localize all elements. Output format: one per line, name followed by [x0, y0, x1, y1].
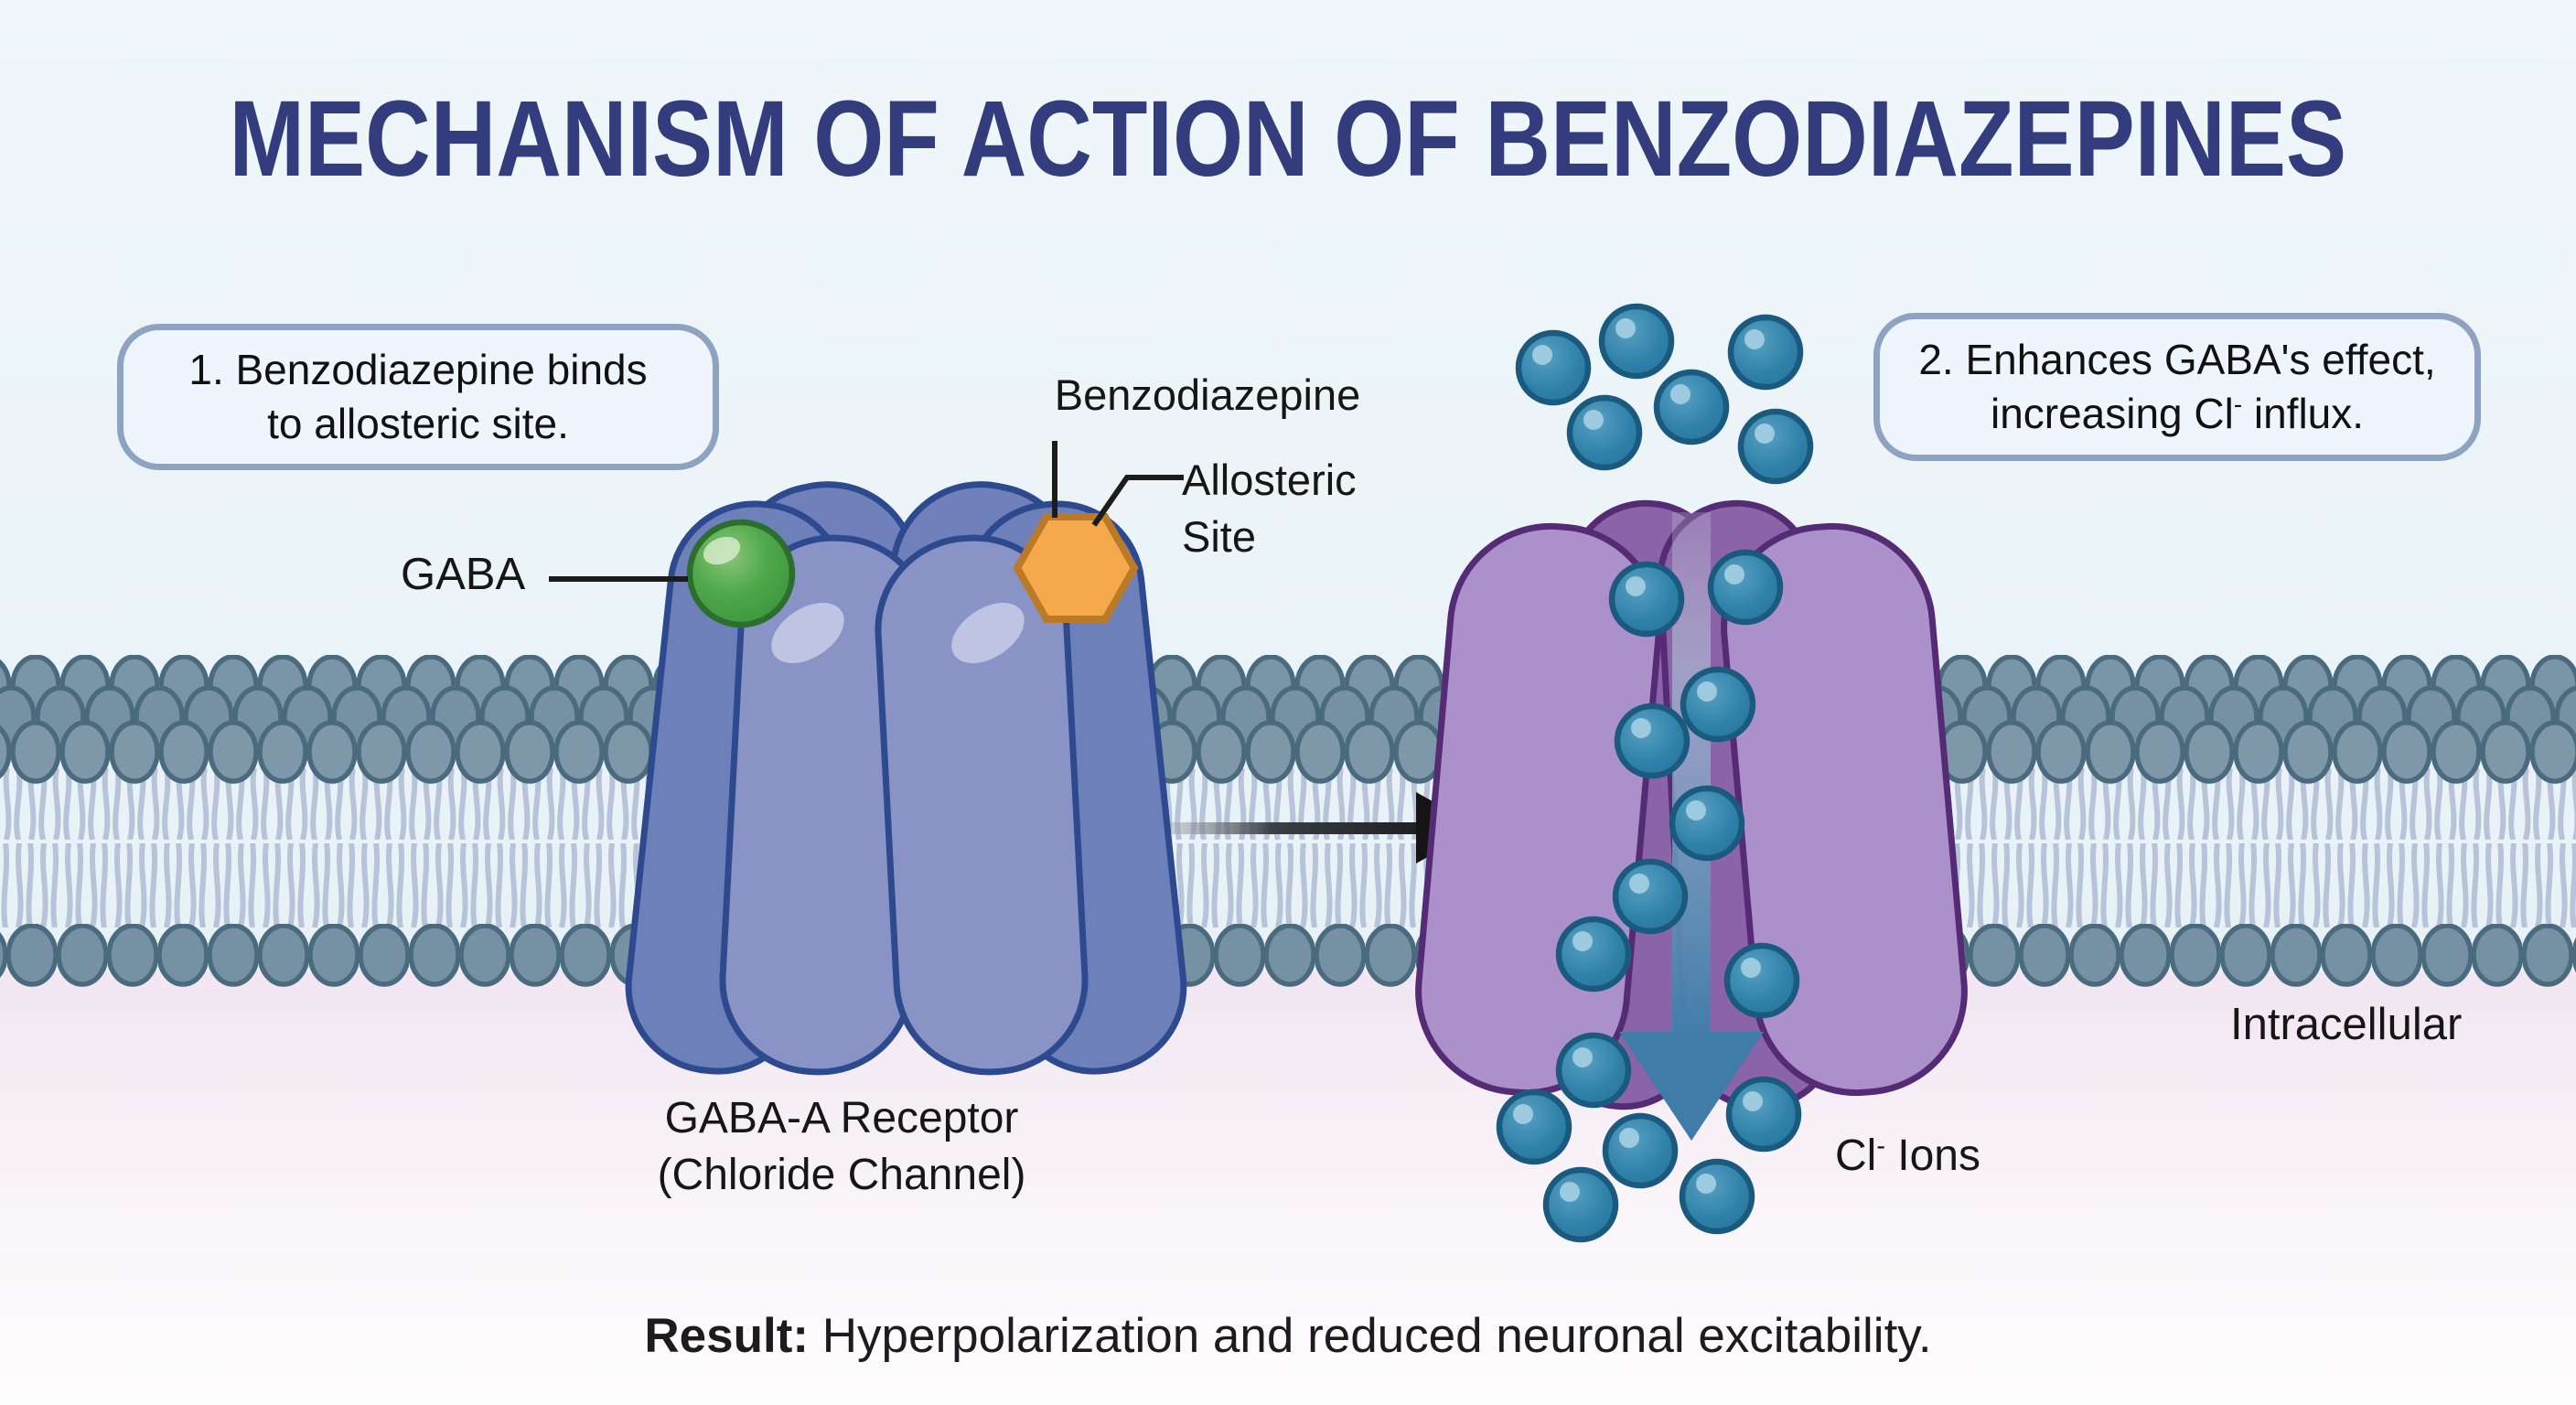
callout-step-2-line1: 2. Enhances GABA's effect, [1918, 336, 2436, 384]
label-benzodiazepine: Benzodiazepine [1054, 370, 1361, 419]
chloride-ion [1672, 788, 1742, 858]
chloride-ion [1559, 1035, 1628, 1105]
benzodiazepine-molecule [1013, 513, 1139, 623]
result-text: Result: Hyperpolarization and reduced ne… [644, 1309, 1932, 1363]
gaba-a-receptor-closed [625, 481, 1187, 1076]
callout-step-2-line2: increasing Cl- influx. [1990, 390, 2365, 437]
callout-step-1-line1: 1. Benzodiazepine binds [188, 346, 648, 394]
chloride-ion [1727, 946, 1797, 1015]
chloride-ion [1731, 317, 1800, 387]
callout-step-1-line2: to allosteric site. [267, 400, 569, 447]
label-cl-ions: Cl- Ions [1835, 1132, 1980, 1180]
page-title: MECHANISM OF ACTION OF BENZODIAZEPINES [229, 79, 2347, 199]
cell-membrane [0, 653, 2576, 992]
label-gaba-a-receptor: GABA-A Receptor (Chloride Channel) [657, 1094, 1026, 1200]
intracellular-region [0, 971, 2576, 1405]
callout-step-2: 2. Enhances GABA's effect, increasing Cl… [1873, 313, 2481, 461]
label-allosteric-site: Allosteric Site [1182, 456, 1357, 562]
chloride-ion [1519, 333, 1588, 402]
chloride-ion [1605, 1116, 1675, 1185]
chloride-ion [1683, 670, 1753, 739]
chloride-ion [1682, 1162, 1752, 1231]
chloride-ion [1729, 1079, 1798, 1149]
label-gaba: GABA [401, 550, 526, 599]
chloride-ion [1617, 706, 1687, 776]
leader-line-allosteric-site [1091, 475, 1184, 527]
chloride-ion [1570, 398, 1639, 467]
chloride-ion [1615, 862, 1685, 931]
chloride-ion [1741, 412, 1810, 481]
chloride-ion [1499, 1092, 1569, 1162]
chloride-ion [1602, 306, 1671, 376]
gaba-molecule [686, 519, 796, 628]
callout-step-1: 1. Benzodiazepine binds to allosteric si… [117, 324, 719, 470]
chloride-ion [1559, 919, 1628, 989]
chloride-ion [1546, 1170, 1615, 1239]
leader-lines [549, 441, 1184, 582]
chloride-ion [1612, 564, 1681, 634]
label-intracellular: Intracellular [2230, 1000, 2463, 1049]
chloride-ion [1657, 372, 1726, 442]
chloride-ion [1711, 552, 1780, 622]
